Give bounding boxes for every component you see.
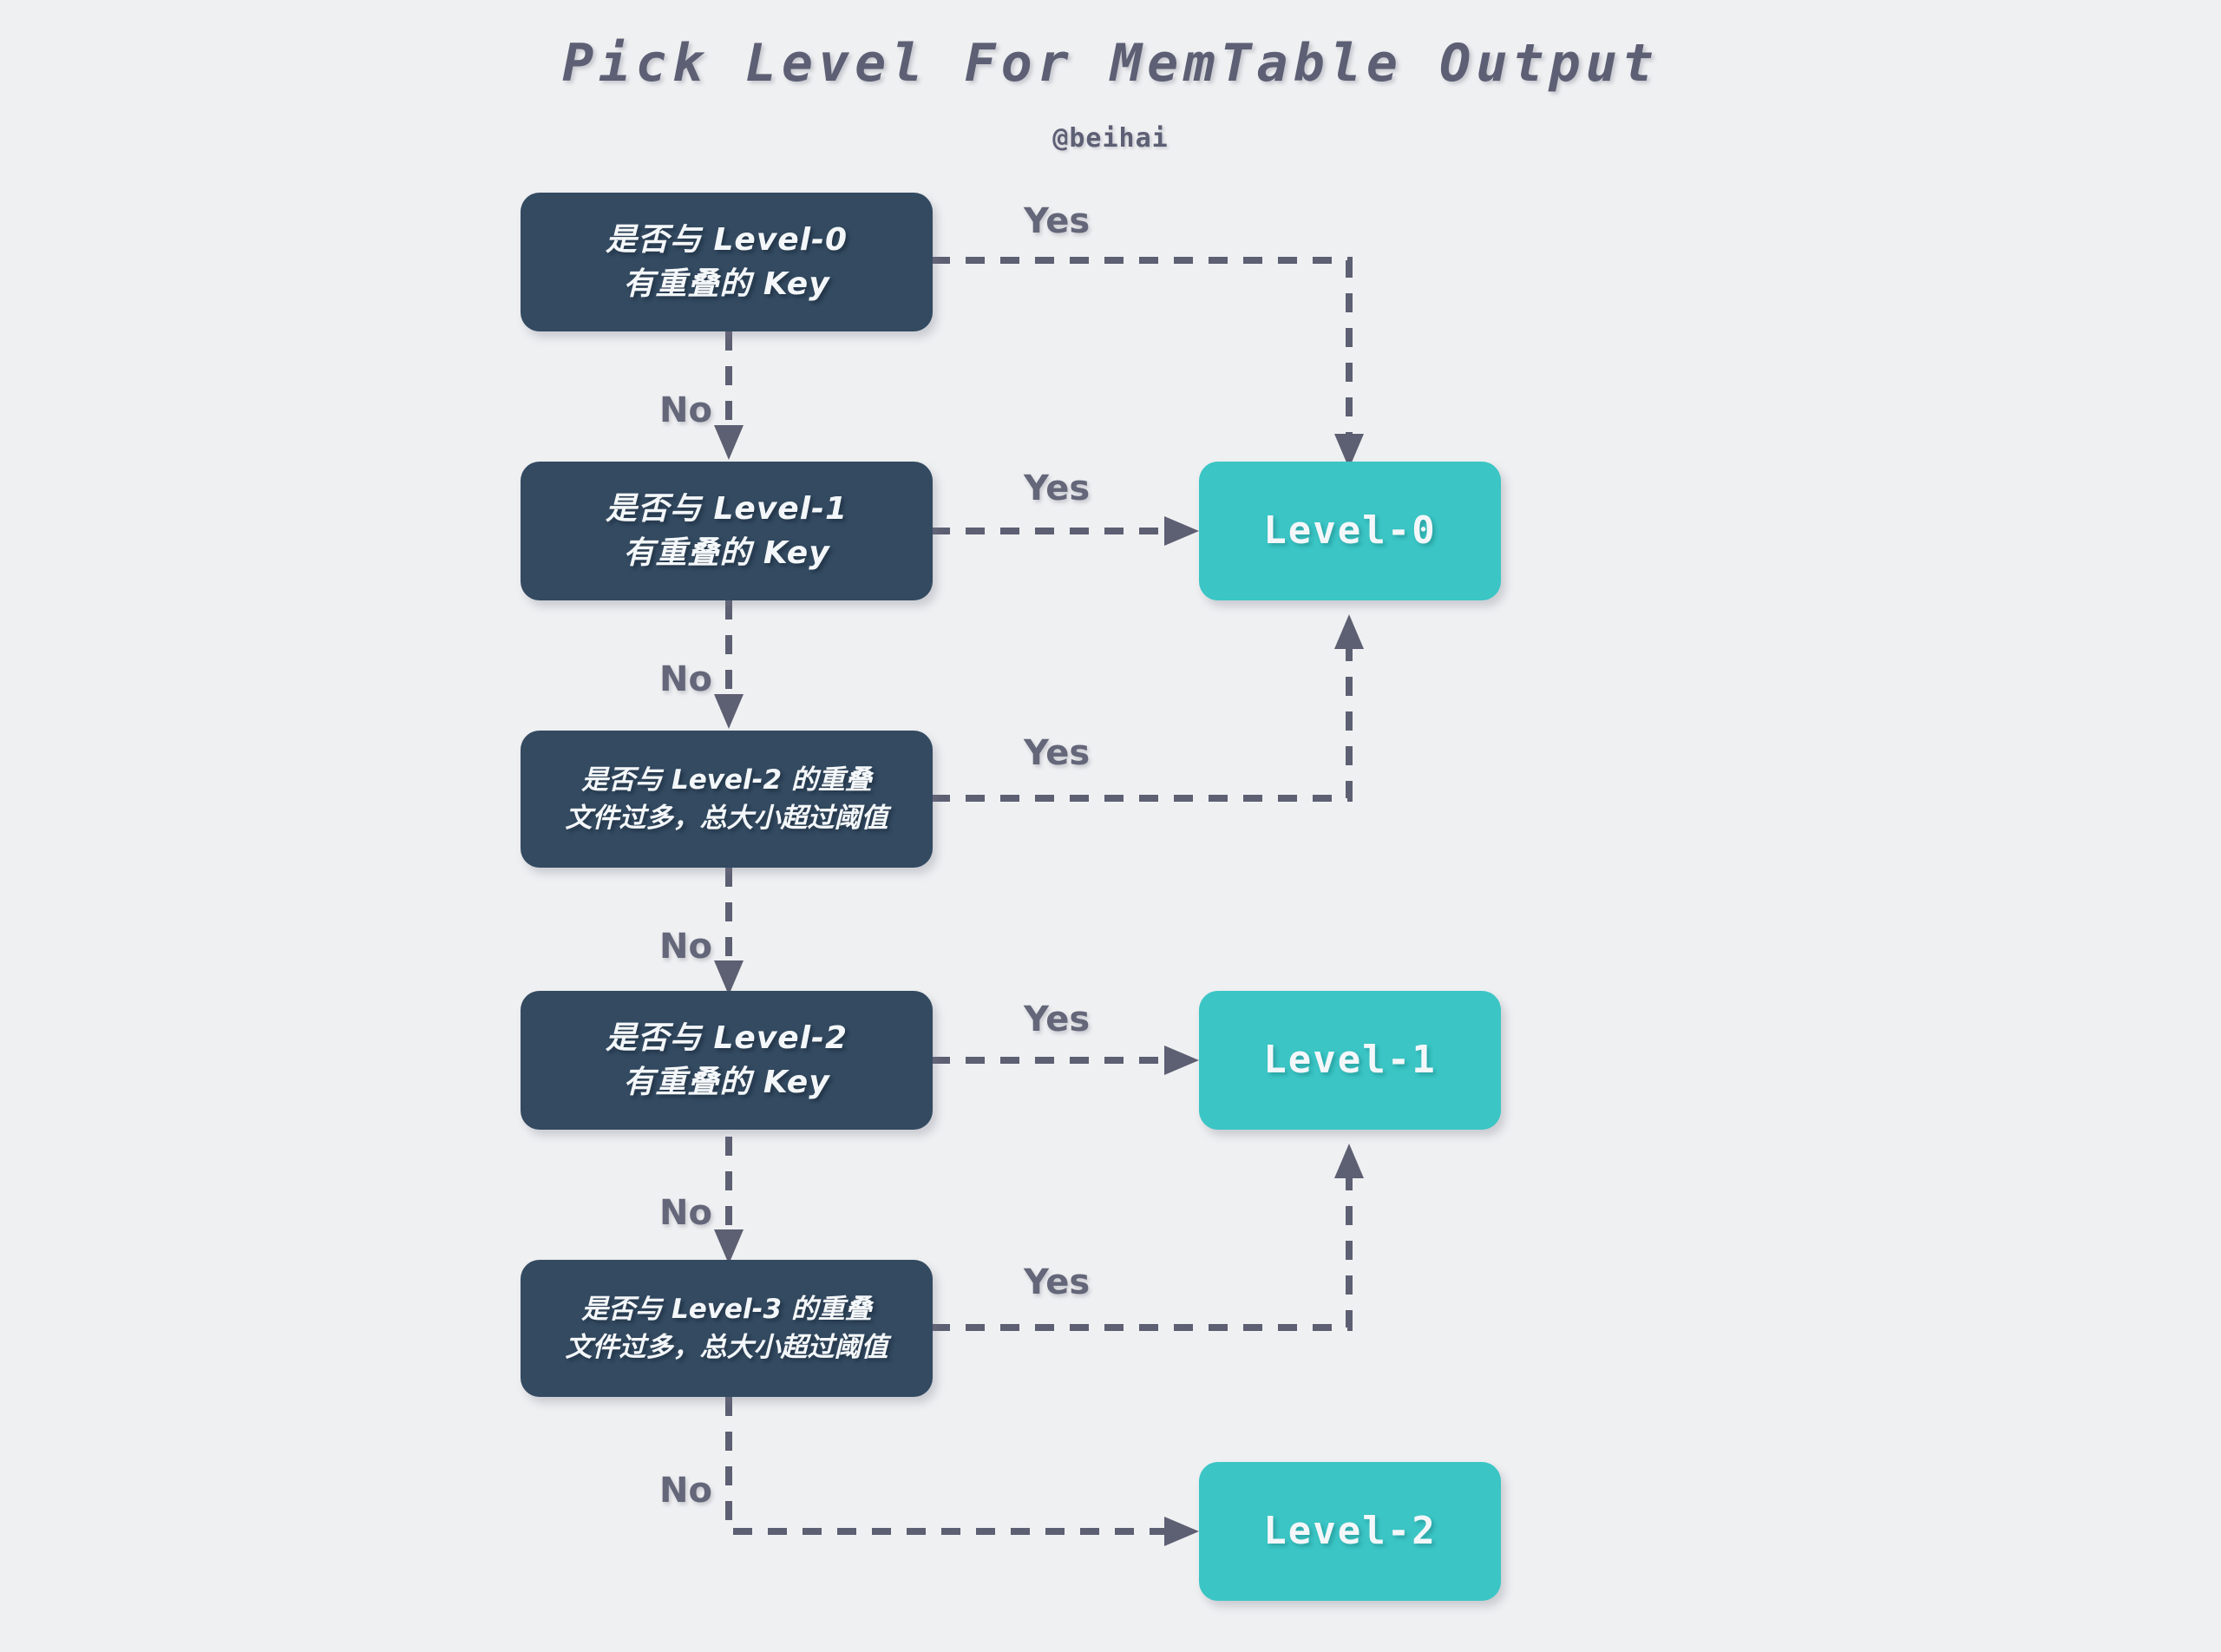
- edge-label-yes-2: Yes: [1024, 469, 1091, 508]
- edge-label-no-4: No: [659, 1193, 712, 1233]
- decision-node-line-2: 有重叠的 Key: [623, 1065, 830, 1100]
- edge-label-no-2: No: [659, 659, 712, 699]
- edge-label-yes-3: Yes: [1024, 733, 1091, 773]
- edge-d4-no: [714, 1137, 744, 1264]
- decision-node-line-2: 文件过多，总大小超过阈值: [565, 1332, 888, 1363]
- edge-d2-no: [714, 600, 744, 729]
- decision-node-line-1: 是否与 Level-2: [605, 1019, 848, 1056]
- decision-node-line-1: 是否与 Level-3 的重叠: [581, 1293, 872, 1325]
- decision-node-overlap-level-0[interactable]: 是否与 Level-0 有重叠的 Key: [521, 193, 933, 331]
- edge-label-no-1: No: [659, 390, 712, 430]
- terminal-node-level-0[interactable]: Level-0: [1199, 462, 1501, 600]
- edge-d1-yes: [931, 257, 1364, 469]
- decision-node-line-2: 文件过多，总大小超过阈值: [565, 803, 888, 834]
- edge-label-no-3: No: [659, 927, 712, 967]
- terminal-node-label: Level-2: [1263, 1508, 1437, 1553]
- edge-d5-no: [725, 1397, 1199, 1546]
- edge-label-no-5: No: [659, 1471, 712, 1511]
- edge-label-yes-1: Yes: [1024, 201, 1091, 241]
- decision-node-level-2-overlap-size[interactable]: 是否与 Level-2 的重叠 文件过多，总大小超过阈值: [521, 731, 933, 868]
- terminal-node-level-2[interactable]: Level-2: [1199, 1462, 1501, 1601]
- edge-d3-no: [714, 868, 744, 995]
- terminal-node-label: Level-0: [1263, 508, 1437, 553]
- decision-node-line-2: 有重叠的 Key: [623, 535, 830, 571]
- terminal-node-level-1[interactable]: Level-1: [1199, 991, 1501, 1130]
- edge-d2-yes: [931, 516, 1199, 546]
- decision-node-level-3-overlap-size[interactable]: 是否与 Level-3 的重叠 文件过多，总大小超过阈值: [521, 1260, 933, 1397]
- decision-node-line-2: 有重叠的 Key: [623, 266, 830, 302]
- decision-node-line-1: 是否与 Level-2 的重叠: [581, 764, 872, 796]
- decision-node-line-1: 是否与 Level-0: [605, 221, 848, 258]
- edge-d3-yes: [931, 614, 1364, 802]
- terminal-node-label: Level-1: [1263, 1037, 1437, 1082]
- edge-d1-no: [714, 331, 744, 460]
- decision-node-overlap-level-2[interactable]: 是否与 Level-2 有重叠的 Key: [521, 991, 933, 1130]
- decision-node-line-1: 是否与 Level-1: [605, 490, 848, 527]
- edge-label-yes-5: Yes: [1024, 1262, 1091, 1302]
- edge-d5-yes: [931, 1144, 1364, 1331]
- decision-node-overlap-level-1[interactable]: 是否与 Level-1 有重叠的 Key: [521, 462, 933, 600]
- edge-label-yes-4: Yes: [1024, 1000, 1091, 1039]
- page-title: Pick Level For MemTable Output: [562, 33, 1659, 94]
- edge-d4-yes: [931, 1046, 1199, 1075]
- author-credit: @beihai: [1052, 123, 1169, 154]
